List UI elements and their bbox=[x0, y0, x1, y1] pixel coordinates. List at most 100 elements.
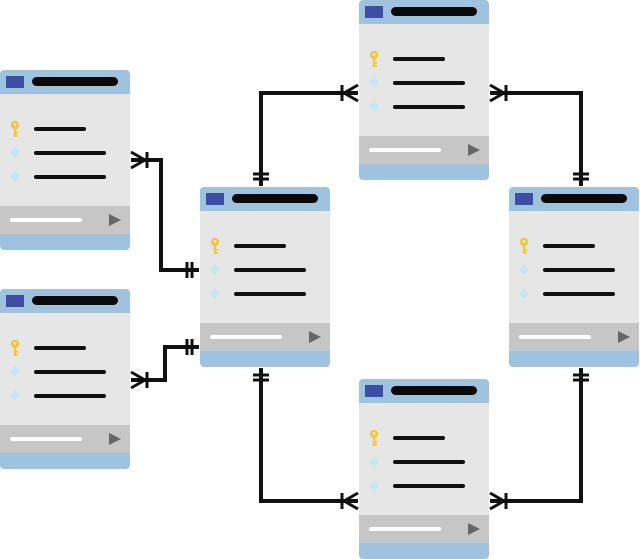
table-title-placeholder bbox=[391, 7, 477, 16]
key-field-row[interactable] bbox=[359, 429, 489, 446]
crows-foot-marker bbox=[489, 83, 505, 95]
table-body bbox=[509, 211, 639, 323]
attribute-field-row[interactable] bbox=[509, 286, 639, 302]
table-header bbox=[359, 379, 489, 403]
attribute-field-row[interactable] bbox=[200, 262, 330, 278]
attribute-field-row[interactable] bbox=[0, 169, 130, 185]
field-name-placeholder bbox=[34, 346, 86, 350]
footer-text-placeholder bbox=[369, 527, 441, 531]
field-name-placeholder bbox=[234, 268, 306, 272]
field-name-placeholder bbox=[393, 484, 465, 488]
attribute-field-row[interactable] bbox=[359, 75, 489, 91]
connector-center-bottom bbox=[259, 368, 358, 503]
key-field-row[interactable] bbox=[200, 237, 330, 254]
table-card-top[interactable] bbox=[359, 0, 489, 180]
field-name-placeholder bbox=[34, 175, 106, 179]
attribute-field-row[interactable] bbox=[359, 454, 489, 470]
crows-foot-marker bbox=[343, 83, 359, 95]
table-card-center[interactable] bbox=[200, 187, 330, 367]
table-card-left-top[interactable] bbox=[0, 70, 130, 250]
table-base bbox=[359, 543, 489, 559]
attribute-field-row[interactable] bbox=[0, 145, 130, 161]
connector-top-right bbox=[490, 91, 583, 186]
diamond-icon bbox=[369, 101, 379, 112]
key-icon bbox=[10, 339, 20, 356]
table-base bbox=[0, 453, 130, 469]
crows-foot-marker bbox=[130, 370, 146, 382]
key-field-row[interactable] bbox=[509, 237, 639, 254]
table-icon bbox=[515, 193, 533, 205]
play-icon[interactable] bbox=[617, 330, 631, 344]
connector-left-top-center bbox=[131, 158, 199, 272]
crows-foot-marker bbox=[489, 491, 505, 503]
table-footer bbox=[359, 515, 489, 543]
attribute-field-row[interactable] bbox=[359, 478, 489, 494]
table-card-left-bottom[interactable] bbox=[0, 289, 130, 469]
field-name-placeholder bbox=[393, 81, 465, 85]
diamond-icon bbox=[369, 77, 379, 88]
table-base bbox=[359, 164, 489, 180]
key-field-row[interactable] bbox=[0, 120, 130, 137]
footer-text-placeholder bbox=[10, 437, 82, 441]
table-body bbox=[359, 24, 489, 136]
play-icon[interactable] bbox=[108, 213, 122, 227]
field-name-placeholder bbox=[393, 105, 465, 109]
table-footer bbox=[509, 323, 639, 351]
field-name-placeholder bbox=[34, 394, 106, 398]
table-title-placeholder bbox=[541, 194, 627, 203]
table-footer bbox=[0, 206, 130, 234]
crows-foot-marker bbox=[130, 150, 146, 162]
table-footer bbox=[359, 136, 489, 164]
field-name-placeholder bbox=[543, 268, 615, 272]
key-icon bbox=[369, 50, 379, 67]
diamond-icon bbox=[10, 171, 20, 182]
key-field-row[interactable] bbox=[0, 339, 130, 356]
table-header bbox=[0, 289, 130, 313]
play-icon[interactable] bbox=[308, 330, 322, 344]
attribute-field-row[interactable] bbox=[200, 286, 330, 302]
table-icon bbox=[206, 193, 224, 205]
table-header bbox=[509, 187, 639, 211]
play-icon[interactable] bbox=[467, 143, 481, 157]
key-icon bbox=[10, 120, 20, 137]
field-name-placeholder bbox=[34, 127, 86, 131]
table-body bbox=[359, 403, 489, 515]
attribute-field-row[interactable] bbox=[359, 99, 489, 115]
table-icon bbox=[365, 385, 383, 397]
crows-foot-marker bbox=[343, 491, 359, 503]
table-body bbox=[0, 94, 130, 206]
table-card-bottom[interactable] bbox=[359, 379, 489, 559]
field-name-placeholder bbox=[543, 292, 615, 296]
attribute-field-row[interactable] bbox=[0, 388, 130, 404]
field-name-placeholder bbox=[393, 460, 465, 464]
field-name-placeholder bbox=[393, 436, 445, 440]
table-footer bbox=[0, 425, 130, 453]
field-name-placeholder bbox=[34, 151, 106, 155]
table-icon bbox=[365, 6, 383, 18]
diamond-icon bbox=[519, 288, 529, 299]
play-icon[interactable] bbox=[467, 522, 481, 536]
crows-foot-marker bbox=[489, 499, 505, 511]
field-name-placeholder bbox=[543, 244, 595, 248]
table-footer bbox=[200, 323, 330, 351]
diamond-icon bbox=[10, 390, 20, 401]
diamond-icon bbox=[10, 366, 20, 377]
connector-bottom-right bbox=[490, 368, 583, 503]
table-icon bbox=[6, 76, 24, 88]
key-field-row[interactable] bbox=[359, 50, 489, 67]
diamond-icon bbox=[210, 264, 220, 275]
field-name-placeholder bbox=[234, 244, 286, 248]
key-icon bbox=[210, 237, 220, 254]
table-icon bbox=[6, 295, 24, 307]
attribute-field-row[interactable] bbox=[0, 364, 130, 380]
attribute-field-row[interactable] bbox=[509, 262, 639, 278]
crows-foot-marker bbox=[130, 158, 146, 170]
field-name-placeholder bbox=[34, 370, 106, 374]
table-body bbox=[0, 313, 130, 425]
table-card-right[interactable] bbox=[509, 187, 639, 367]
table-title-placeholder bbox=[32, 77, 118, 86]
footer-text-placeholder bbox=[210, 335, 282, 339]
play-icon[interactable] bbox=[108, 432, 122, 446]
diamond-icon bbox=[369, 480, 379, 491]
